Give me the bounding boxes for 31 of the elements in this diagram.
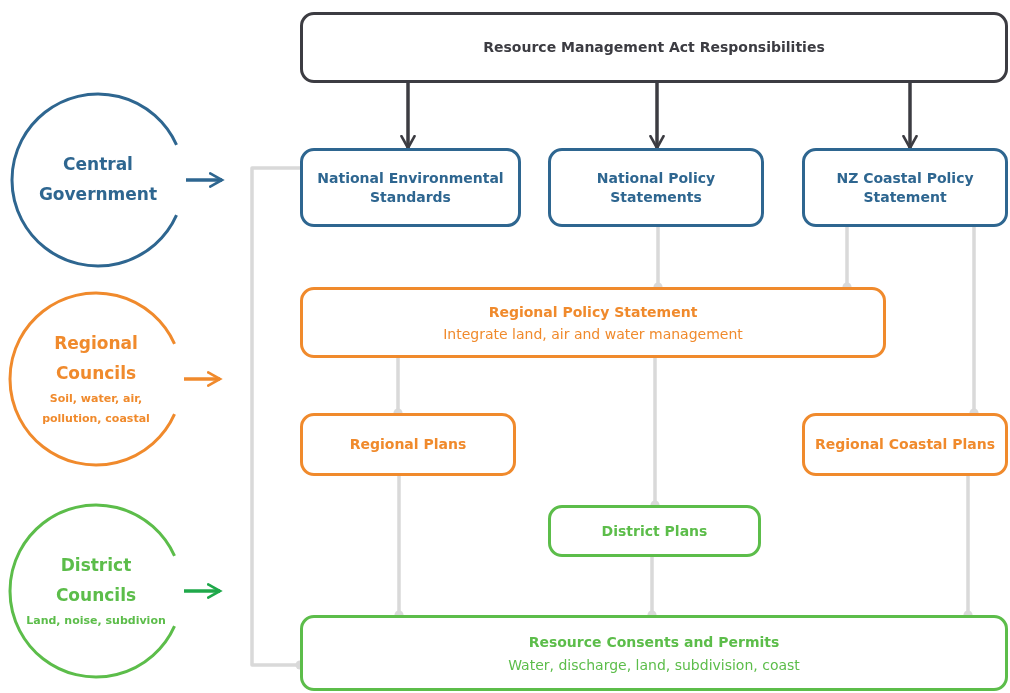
node-title: Central Government <box>38 153 158 206</box>
process-box <box>300 287 886 358</box>
node-title: Regional Councils <box>53 332 139 386</box>
process-box <box>300 148 521 227</box>
process-box <box>802 413 1008 476</box>
arrow <box>184 583 222 599</box>
process-box <box>548 505 761 557</box>
node-title: Regional Plans <box>349 435 467 454</box>
arrow <box>902 83 918 150</box>
node-title: NZ Coastal Policy Statement <box>835 168 975 207</box>
node-title: Resource Management Act Responsibilities <box>483 38 825 57</box>
node-title: National Policy Statements <box>595 168 717 207</box>
header-box <box>300 12 1008 83</box>
process-box <box>300 413 516 476</box>
process-box <box>802 148 1008 227</box>
node-title: Regional Policy Statement <box>488 302 698 322</box>
node-description: Integrate land, air and water management <box>443 326 743 343</box>
arrow <box>649 83 665 150</box>
node-description: Soil, water, air, pollution, coastal <box>41 390 151 427</box>
node-title: District Councils <box>54 554 138 608</box>
node-description: Water, discharge, land, subdivision, coast <box>508 656 800 673</box>
arrow <box>400 83 416 150</box>
process-box <box>300 615 1008 691</box>
node-title: Regional Coastal Plans <box>814 435 996 454</box>
arrow <box>184 371 222 387</box>
node-description: Land, noise, subdivion <box>26 612 166 629</box>
arrow <box>186 172 224 188</box>
node-title: Resource Consents and Permits <box>528 633 780 652</box>
node-title: District Plans <box>601 521 708 541</box>
process-box <box>548 148 764 227</box>
node-title: National Environmental Standards <box>316 168 505 207</box>
